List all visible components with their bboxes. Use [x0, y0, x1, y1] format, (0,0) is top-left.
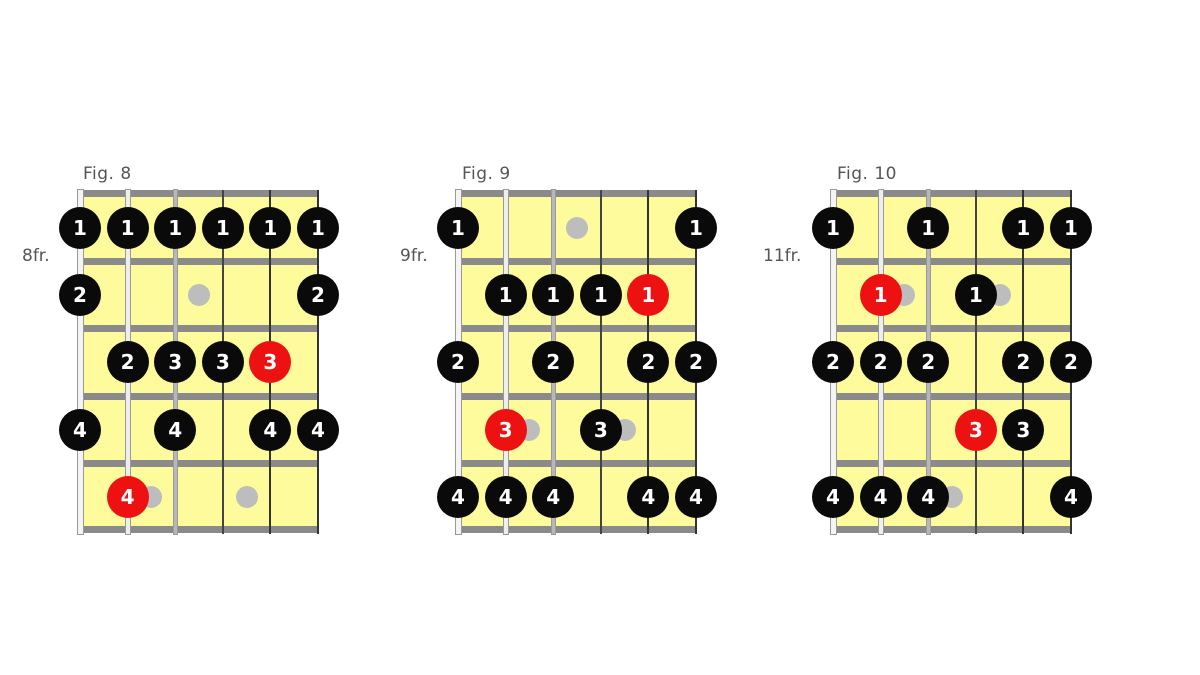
note-dot: 4 — [249, 409, 292, 451]
fret-wire — [833, 460, 1071, 467]
note-dot: 4 — [59, 409, 101, 451]
figure-title: Fig. 10 — [837, 164, 897, 184]
string-line — [599, 190, 602, 534]
fret-wire — [833, 526, 1071, 533]
note-dot: 2 — [59, 274, 101, 316]
note-dot: 3 — [1002, 409, 1045, 451]
fret-wire — [833, 325, 1071, 332]
note-dot: 1 — [59, 207, 101, 249]
root-note-dot: 1 — [859, 274, 902, 316]
note-dot: 1 — [249, 207, 292, 249]
note-dot: 1 — [106, 207, 149, 249]
note-dot: 3 — [201, 341, 244, 383]
figure-title: Fig. 9 — [462, 164, 511, 184]
nut — [80, 190, 318, 197]
note-dot: 2 — [437, 341, 479, 383]
passing-note-marker — [188, 284, 210, 306]
string-line — [974, 190, 977, 534]
note-dot: 4 — [484, 476, 527, 518]
fret-wire — [833, 258, 1071, 265]
string-line — [503, 190, 508, 534]
fret-wire — [80, 526, 318, 533]
root-note-dot: 1 — [627, 274, 670, 316]
fret-position-label: 8fr. — [22, 246, 50, 266]
note-dot: 1 — [812, 207, 854, 249]
note-dot: 2 — [106, 341, 149, 383]
note-dot: 1 — [297, 207, 339, 249]
root-note-dot: 3 — [954, 409, 997, 451]
fret-wire — [80, 325, 318, 332]
note-dot: 1 — [675, 207, 717, 249]
note-dot: 3 — [579, 409, 622, 451]
fret-position-label: 11fr. — [763, 246, 802, 266]
note-dot: 2 — [859, 341, 902, 383]
root-note-dot: 4 — [106, 476, 149, 518]
fret-wire — [458, 526, 696, 533]
note-dot: 1 — [154, 207, 197, 249]
note-dot: 4 — [675, 476, 717, 518]
note-dot: 2 — [297, 274, 339, 316]
note-dot: 4 — [812, 476, 854, 518]
nut — [833, 190, 1071, 197]
figure-title: Fig. 8 — [83, 164, 132, 184]
fret-wire — [80, 460, 318, 467]
note-dot: 4 — [437, 476, 479, 518]
note-dot: 2 — [1050, 341, 1092, 383]
note-dot: 1 — [201, 207, 244, 249]
root-note-dot: 3 — [484, 409, 527, 451]
note-dot: 4 — [1050, 476, 1092, 518]
note-dot: 4 — [859, 476, 902, 518]
fret-wire — [458, 460, 696, 467]
fret-wire — [458, 258, 696, 265]
nut — [458, 190, 696, 197]
note-dot: 1 — [907, 207, 950, 249]
fret-wire — [80, 393, 318, 400]
note-dot: 2 — [675, 341, 717, 383]
note-dot: 1 — [579, 274, 622, 316]
note-dot: 4 — [154, 409, 197, 451]
note-dot: 2 — [627, 341, 670, 383]
note-dot: 2 — [1002, 341, 1045, 383]
note-dot: 1 — [1002, 207, 1045, 249]
note-dot: 4 — [532, 476, 575, 518]
root-note-dot: 3 — [249, 341, 292, 383]
fret-position-label: 9fr. — [400, 246, 428, 266]
string-line — [317, 190, 319, 534]
note-dot: 2 — [812, 341, 854, 383]
note-dot: 4 — [907, 476, 950, 518]
note-dot: 1 — [532, 274, 575, 316]
note-dot: 1 — [1050, 207, 1092, 249]
note-dot: 3 — [154, 341, 197, 383]
note-dot: 2 — [907, 341, 950, 383]
string-line — [77, 190, 83, 534]
fret-wire — [80, 258, 318, 265]
note-dot: 1 — [484, 274, 527, 316]
fret-wire — [458, 325, 696, 332]
note-dot: 1 — [437, 207, 479, 249]
note-dot: 4 — [297, 409, 339, 451]
note-dot: 1 — [954, 274, 997, 316]
note-dot: 2 — [532, 341, 575, 383]
passing-note-marker — [566, 217, 588, 239]
fret-wire — [458, 393, 696, 400]
fret-wire — [833, 393, 1071, 400]
passing-note-marker — [235, 486, 258, 508]
note-dot: 4 — [627, 476, 670, 518]
